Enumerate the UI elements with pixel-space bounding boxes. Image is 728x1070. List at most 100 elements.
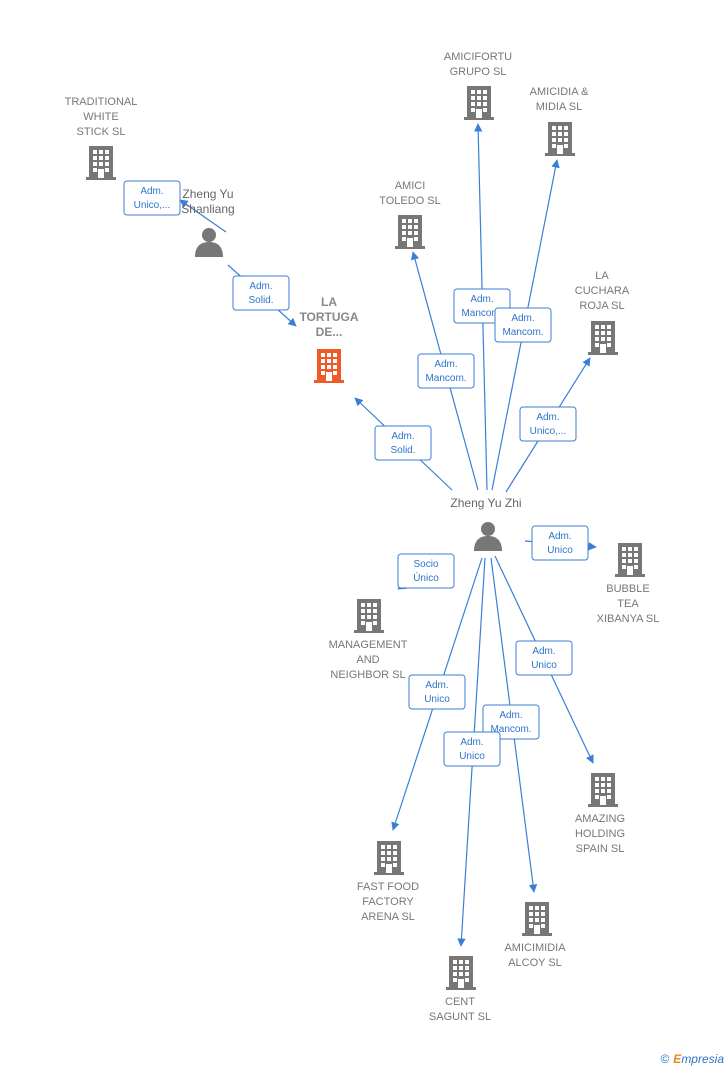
edge-label-text: Mancom. bbox=[490, 724, 531, 735]
node-label: Zheng Yu bbox=[182, 187, 233, 201]
edge-label-text: Adm. bbox=[425, 680, 448, 691]
edge-label-text: Mancom. bbox=[461, 308, 502, 319]
node-zheng-yu-zhi[interactable]: Zheng Yu Zhi bbox=[450, 496, 522, 551]
edge-label-text: Adm. bbox=[391, 431, 414, 442]
node-label: SPAIN SL bbox=[576, 843, 625, 855]
node-label: DE... bbox=[316, 325, 343, 339]
node-label: XIBANYA SL bbox=[597, 613, 660, 625]
edge-label-text: Unico bbox=[531, 660, 557, 671]
building-icon bbox=[86, 146, 116, 180]
node-label: WHITE bbox=[83, 111, 118, 123]
building-icon bbox=[464, 86, 494, 120]
building-icon bbox=[314, 349, 344, 383]
node-amici-toledo[interactable]: AMICI TOLEDO SL bbox=[379, 180, 441, 249]
edge-label-text: Adm. bbox=[470, 294, 493, 305]
node-label: MANAGEMENT bbox=[329, 639, 408, 651]
node-label: TEA bbox=[617, 598, 639, 610]
node-label: AMAZING bbox=[575, 813, 625, 825]
edge-label-text: Adm. bbox=[434, 359, 457, 370]
building-icon bbox=[522, 902, 552, 936]
edge-zheng_shanliang-to-traditional bbox=[179, 199, 227, 233]
edge-label-zheng_yu_zhi-to-cent[interactable]: Adm.Unico bbox=[443, 731, 501, 767]
edge-label-text: Unico bbox=[424, 694, 450, 705]
edge-label-box bbox=[443, 731, 501, 767]
node-label: SAGUNT SL bbox=[429, 1011, 491, 1023]
edge-label-box bbox=[397, 553, 455, 589]
edge-label-text: Unico,... bbox=[530, 426, 567, 437]
edge-label-zheng_yu_zhi-to-amicimidia[interactable]: Adm. Mancom. bbox=[482, 704, 540, 740]
node-label: TOLEDO SL bbox=[379, 195, 441, 207]
edge-label-zheng_yu_zhi-to-amicidia[interactable]: Adm. Mancom. bbox=[494, 307, 552, 343]
edge-label-zheng_yu_zhi-to-amici_toledo[interactable]: Adm.Mancom. bbox=[417, 353, 475, 389]
edge-label-text: Socio bbox=[413, 559, 438, 570]
node-amazing[interactable]: AMAZING HOLDING SPAIN SL bbox=[575, 773, 625, 855]
node-label: ALCOY SL bbox=[508, 957, 562, 969]
node-label: CENT bbox=[445, 996, 475, 1008]
node-label: MIDIA SL bbox=[536, 101, 582, 113]
building-icon bbox=[354, 599, 384, 633]
node-label: ARENA SL bbox=[361, 911, 415, 923]
node-label: HOLDING bbox=[575, 828, 625, 840]
node-label: AMICIMIDIA bbox=[504, 942, 566, 954]
node-label: AMICIFORTU bbox=[444, 51, 512, 63]
edge-label-zheng_shanliang-to-traditional[interactable]: Adm. Unico,... bbox=[123, 180, 181, 216]
edge-label-zheng_yu_zhi-to-bubble[interactable]: Adm.Unico bbox=[531, 525, 589, 561]
edge-label-text: Unico,... bbox=[134, 200, 171, 211]
node-label: ROJA SL bbox=[579, 300, 624, 312]
node-label: BUBBLE bbox=[606, 583, 649, 595]
edge-label-box bbox=[531, 525, 589, 561]
edge-label-zheng_yu_zhi-to-amazing[interactable]: Adm. Unico bbox=[515, 640, 573, 676]
edge-label-box bbox=[232, 275, 290, 311]
building-icon bbox=[588, 321, 618, 355]
edge-label-box bbox=[519, 406, 577, 442]
edge-label-box bbox=[482, 704, 540, 740]
edge-label-zheng_shanliang-to-la_tortuga[interactable]: Adm.Solid. bbox=[232, 275, 290, 311]
edge-label-box bbox=[374, 425, 432, 461]
node-label: LA bbox=[595, 270, 609, 282]
node-cent[interactable]: CENT SAGUNT SL bbox=[429, 956, 491, 1023]
node-bubble[interactable]: BUBBLE TEA XIBANYA SL bbox=[597, 543, 660, 625]
edge-label-zheng_yu_zhi-to-fast_food[interactable]: Adm. Unico bbox=[408, 674, 466, 710]
edge-label-text: Adm. bbox=[249, 281, 272, 292]
edge-label-text: Adm. bbox=[532, 646, 555, 657]
edge-label-text: Adm. bbox=[536, 412, 559, 423]
edge-label-text: Adm. bbox=[140, 186, 163, 197]
person-icon bbox=[195, 228, 223, 257]
edge-label-text: Unico bbox=[547, 545, 573, 556]
edge-label-box bbox=[494, 307, 552, 343]
edge-label-text: Mancom. bbox=[502, 327, 543, 338]
building-icon bbox=[615, 543, 645, 577]
person-icon bbox=[474, 522, 502, 551]
node-label: LA bbox=[321, 295, 337, 309]
edge-label-text: Unico bbox=[459, 751, 485, 762]
edge-label-text: Único bbox=[413, 571, 439, 584]
node-label: TRADITIONAL bbox=[65, 96, 138, 108]
node-label: Zheng Yu Zhi bbox=[450, 496, 521, 510]
node-label: AMICI bbox=[395, 180, 426, 192]
node-amicidia[interactable]: AMICIDIA &MIDIA SL bbox=[530, 86, 589, 156]
edge-label-text: Adm. bbox=[511, 313, 534, 324]
edge-label-box bbox=[123, 180, 181, 216]
edge-label-text: Adm. bbox=[499, 710, 522, 721]
edge-label-zheng_yu_zhi-to-la_tortuga[interactable]: Adm.Solid. bbox=[374, 425, 432, 461]
edge-label-zheng_yu_zhi-to-la_cuchara[interactable]: Adm. Unico,... bbox=[519, 406, 577, 442]
copyright-icon: © bbox=[660, 1052, 670, 1066]
node-label: FACTORY bbox=[362, 896, 414, 908]
building-icon bbox=[545, 122, 575, 156]
brand-name: mpresia bbox=[681, 1052, 724, 1066]
building-icon bbox=[446, 956, 476, 990]
edge-label-box bbox=[515, 640, 573, 676]
node-amicimidia[interactable]: AMICIMIDIA ALCOY SL bbox=[504, 902, 566, 969]
node-label: NEIGHBOR SL bbox=[330, 669, 405, 681]
node-la-tortuga[interactable]: LATORTUGADE... bbox=[299, 295, 359, 383]
